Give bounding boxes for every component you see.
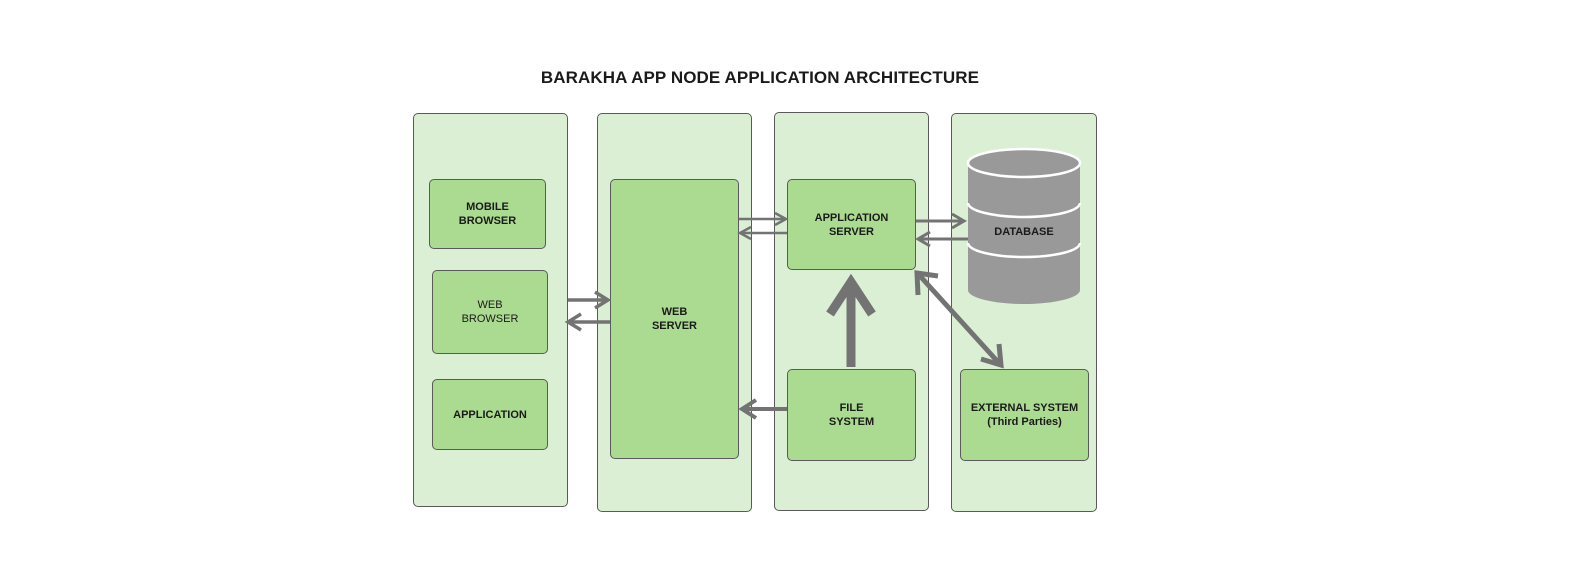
application-box: APPLICATION	[432, 379, 548, 450]
external-system-label-line2: (Third Parties)	[987, 416, 1062, 428]
application-label: APPLICATION	[453, 408, 527, 421]
application-server-box: APPLICATION SERVER	[787, 179, 916, 270]
external-system-label-line1: EXTERNAL SYSTEM	[970, 402, 1079, 414]
web-browser-label-line1: WEB	[477, 299, 503, 311]
application-server-label-line1: APPLICATION	[814, 211, 889, 224]
mobile-browser-label-line2: BROWSER	[458, 215, 517, 227]
external-system-box: EXTERNAL SYSTEM (Third Parties)	[960, 369, 1089, 461]
application-server-label-line2: SERVER	[828, 225, 875, 238]
web-server-box: WEB SERVER	[610, 179, 739, 459]
mobile-browser-label-line1: MOBILE	[466, 201, 509, 213]
web-browser-label-line2: BROWSER	[461, 313, 519, 325]
file-system-label-line2: SYSTEM	[828, 416, 875, 428]
mobile-browser-box: MOBILE BROWSER	[429, 179, 546, 249]
diagram-title: BARAKHA APP NODE APPLICATION ARCHITECTUR…	[540, 68, 980, 87]
web-server-label-line2: SERVER	[651, 320, 698, 332]
web-browser-box: WEB BROWSER	[432, 270, 548, 354]
file-system-label-line1: FILE	[839, 402, 864, 414]
file-system-box: FILE SYSTEM	[787, 369, 916, 461]
database-label: DATABASE	[994, 226, 1054, 238]
web-server-label-line1: WEB	[661, 306, 688, 318]
